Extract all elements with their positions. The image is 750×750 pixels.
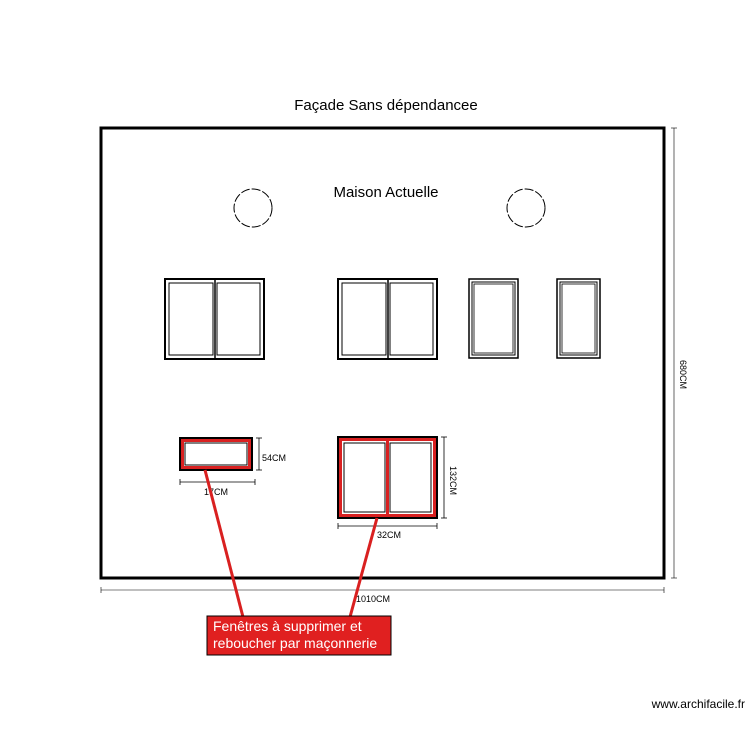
plan-title: Façade Sans dépendancee — [294, 97, 477, 114]
leader-line-large-window — [348, 517, 379, 618]
window-double-left — [164, 278, 265, 360]
round-window-right — [506, 188, 546, 228]
facade-height-label: 680CM — [678, 360, 688, 389]
window-double-center — [337, 278, 438, 360]
small-window-height-label: 54CM — [262, 453, 286, 463]
building-label: Maison Actuelle — [333, 184, 438, 201]
window-single-center-right — [468, 278, 519, 359]
removal-note-box — [206, 615, 392, 656]
facade-width-dimension-line — [100, 587, 665, 593]
round-window-left — [233, 188, 273, 228]
facade-height-dimension-line — [671, 127, 677, 579]
small-window-height-dimension-line — [256, 437, 262, 471]
window-to-remove-small — [179, 437, 253, 471]
removal-note-line2: reboucher par maçonnerie — [213, 635, 377, 651]
large-window-width-label: 32CM — [377, 530, 401, 540]
window-to-remove-large — [337, 436, 438, 519]
removal-note: Fenêtres à supprimer et reboucher par ma… — [206, 615, 392, 656]
watermark: www.archifacile.fr — [651, 697, 745, 711]
large-window-height-dimension-line — [441, 436, 447, 519]
facade-width-label: 1010CM — [356, 594, 390, 604]
facade-outline — [99, 126, 666, 580]
large-window-height-label: 132CM — [448, 466, 458, 495]
small-window-width-label: 17CM — [204, 487, 228, 497]
removal-note-line1: Fenêtres à supprimer et — [213, 618, 362, 634]
leader-line-small-window — [203, 469, 245, 618]
window-single-right — [556, 278, 601, 359]
small-window-width-dimension-line — [179, 479, 256, 485]
large-window-width-dimension-line — [337, 523, 438, 529]
